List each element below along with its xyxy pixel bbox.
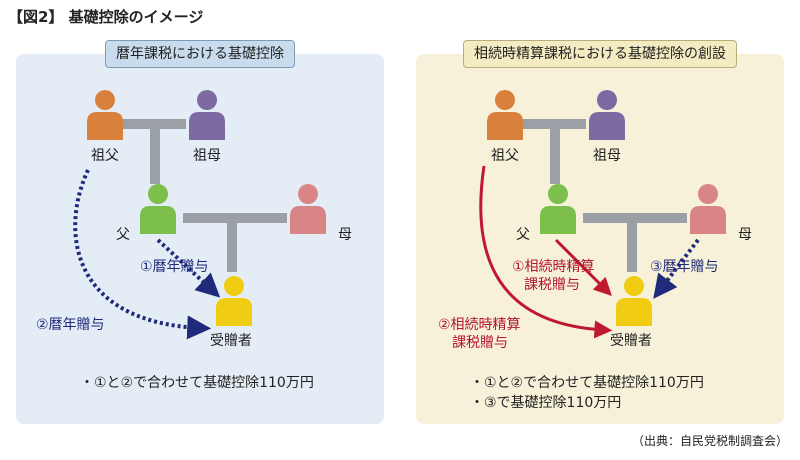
father-figure-left	[140, 184, 176, 234]
gift1-label-left: ①暦年贈与	[140, 259, 209, 275]
grandmother-figure-left	[189, 90, 225, 140]
grandfather-label-left: 祖父	[91, 148, 119, 164]
recipient-figure-left	[216, 276, 252, 326]
note-right-1: ・①と②で合わせて基礎控除110万円	[470, 375, 704, 391]
mother-figure-right	[690, 184, 726, 234]
gift2-label-right-line1: ②相続時精算	[438, 317, 521, 333]
recipient-label-right: 受贈者	[610, 333, 652, 349]
source-credit: （出典：自民党税制調査会）	[631, 434, 788, 448]
note-left-1: ・①と②で合わせて基礎控除110万円	[80, 375, 314, 391]
grandfather-label-right: 祖父	[491, 148, 519, 164]
grandmother-figure-right	[589, 90, 625, 140]
grandfather-figure-left	[87, 90, 123, 140]
recipient-figure-right	[616, 276, 652, 326]
gift3-arrow-right	[653, 238, 700, 299]
grandfather-figure-right	[487, 90, 523, 140]
panel-header-settlement: 相続時精算課税における基礎控除の創設	[463, 40, 737, 68]
gift2-label-right-line2: 課税贈与	[452, 335, 508, 351]
gift1-label-right-line1: ①相続時精算	[512, 259, 595, 275]
father-figure-right	[540, 184, 576, 234]
gift1-arrow-left	[156, 238, 221, 298]
gift2-label-left: ②暦年贈与	[36, 317, 105, 333]
family-lines-left	[120, 119, 287, 272]
figure-title: 【図2】 基礎控除のイメージ	[8, 8, 204, 26]
father-label-left: 父	[116, 227, 130, 243]
gift3-label-right: ③暦年贈与	[650, 259, 719, 275]
grandmother-label-left: 祖母	[193, 148, 221, 164]
grandmother-label-right: 祖母	[593, 148, 621, 164]
gift1-arrow-right	[554, 238, 612, 296]
recipient-label-left: 受贈者	[210, 333, 252, 349]
panel-annual-gift: 暦年課税における基礎控除	[16, 40, 384, 424]
mother-label-right: 母	[738, 227, 752, 243]
family-lines-right	[520, 119, 687, 272]
gift2-arrow-right	[479, 165, 613, 339]
mother-figure-left	[290, 184, 326, 234]
father-label-right: 父	[516, 227, 530, 243]
mother-label-left: 母	[338, 227, 352, 243]
panel-header-annual: 暦年課税における基礎控除	[105, 40, 295, 68]
gift2-arrow-left	[73, 169, 212, 340]
note-right-2: ・③で基礎控除110万円	[470, 395, 622, 411]
gift1-label-right-line2: 課税贈与	[524, 277, 580, 293]
